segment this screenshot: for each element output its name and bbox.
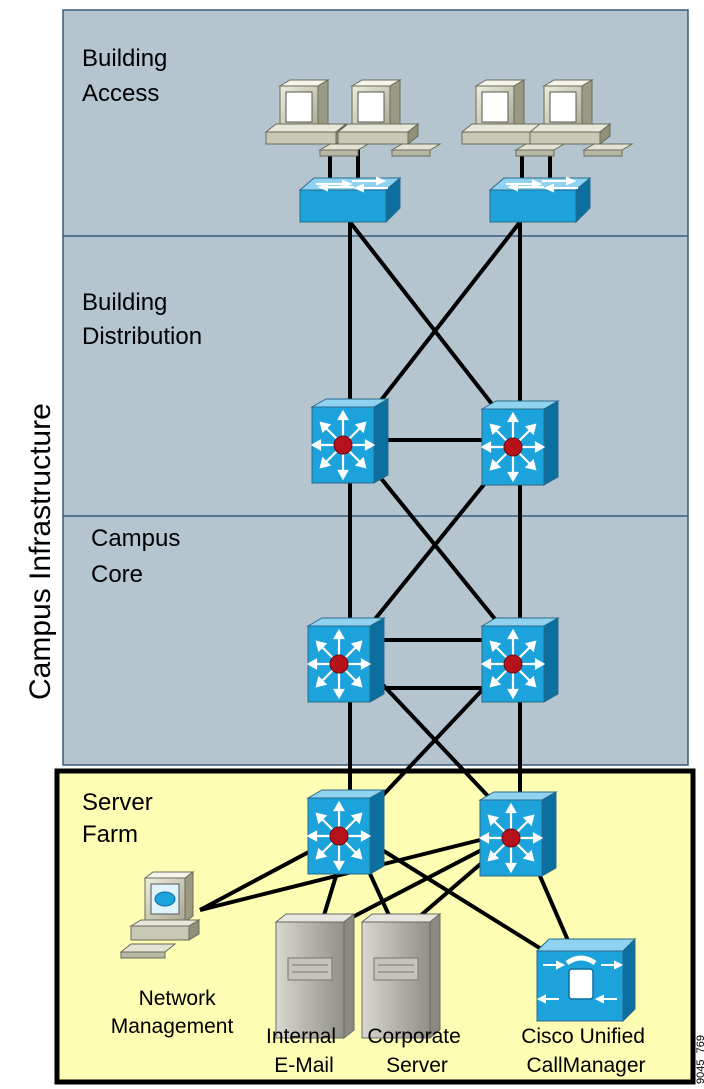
zone-label-building-access: Building Access bbox=[82, 45, 174, 107]
distribution-switch-icon bbox=[480, 399, 560, 487]
callmanager-icon bbox=[535, 937, 637, 1023]
core-switch-icon bbox=[480, 616, 560, 704]
caption-corporate-server: Corporate Server bbox=[367, 1025, 466, 1077]
access-switch-icon bbox=[299, 177, 401, 223]
corporate-server-icon bbox=[361, 913, 441, 1039]
zone-label-building-distribution: Building Distribution bbox=[82, 289, 202, 350]
zone-label-campus-core: Campus Core bbox=[91, 525, 187, 588]
caption-internal-email: Internal E-Mail bbox=[266, 1025, 342, 1077]
core-switch-icon bbox=[306, 616, 386, 704]
side-label: Campus Infrastructure bbox=[24, 403, 57, 700]
zone-label-server-farm: Server Farm bbox=[82, 789, 159, 848]
figure-id: 9045_769 bbox=[695, 1035, 704, 1084]
caption-network-management: Network Management bbox=[111, 987, 234, 1038]
access-switch-icon bbox=[489, 177, 591, 223]
network-management-workstation-icon bbox=[119, 871, 201, 959]
distribution-switch-icon bbox=[310, 397, 390, 485]
server-farm-switch-icon bbox=[478, 790, 558, 878]
caption-callmanager: Cisco Unified CallManager bbox=[521, 1025, 651, 1077]
internal-email-server-icon bbox=[275, 913, 355, 1039]
server-farm-switch-icon bbox=[306, 788, 386, 876]
